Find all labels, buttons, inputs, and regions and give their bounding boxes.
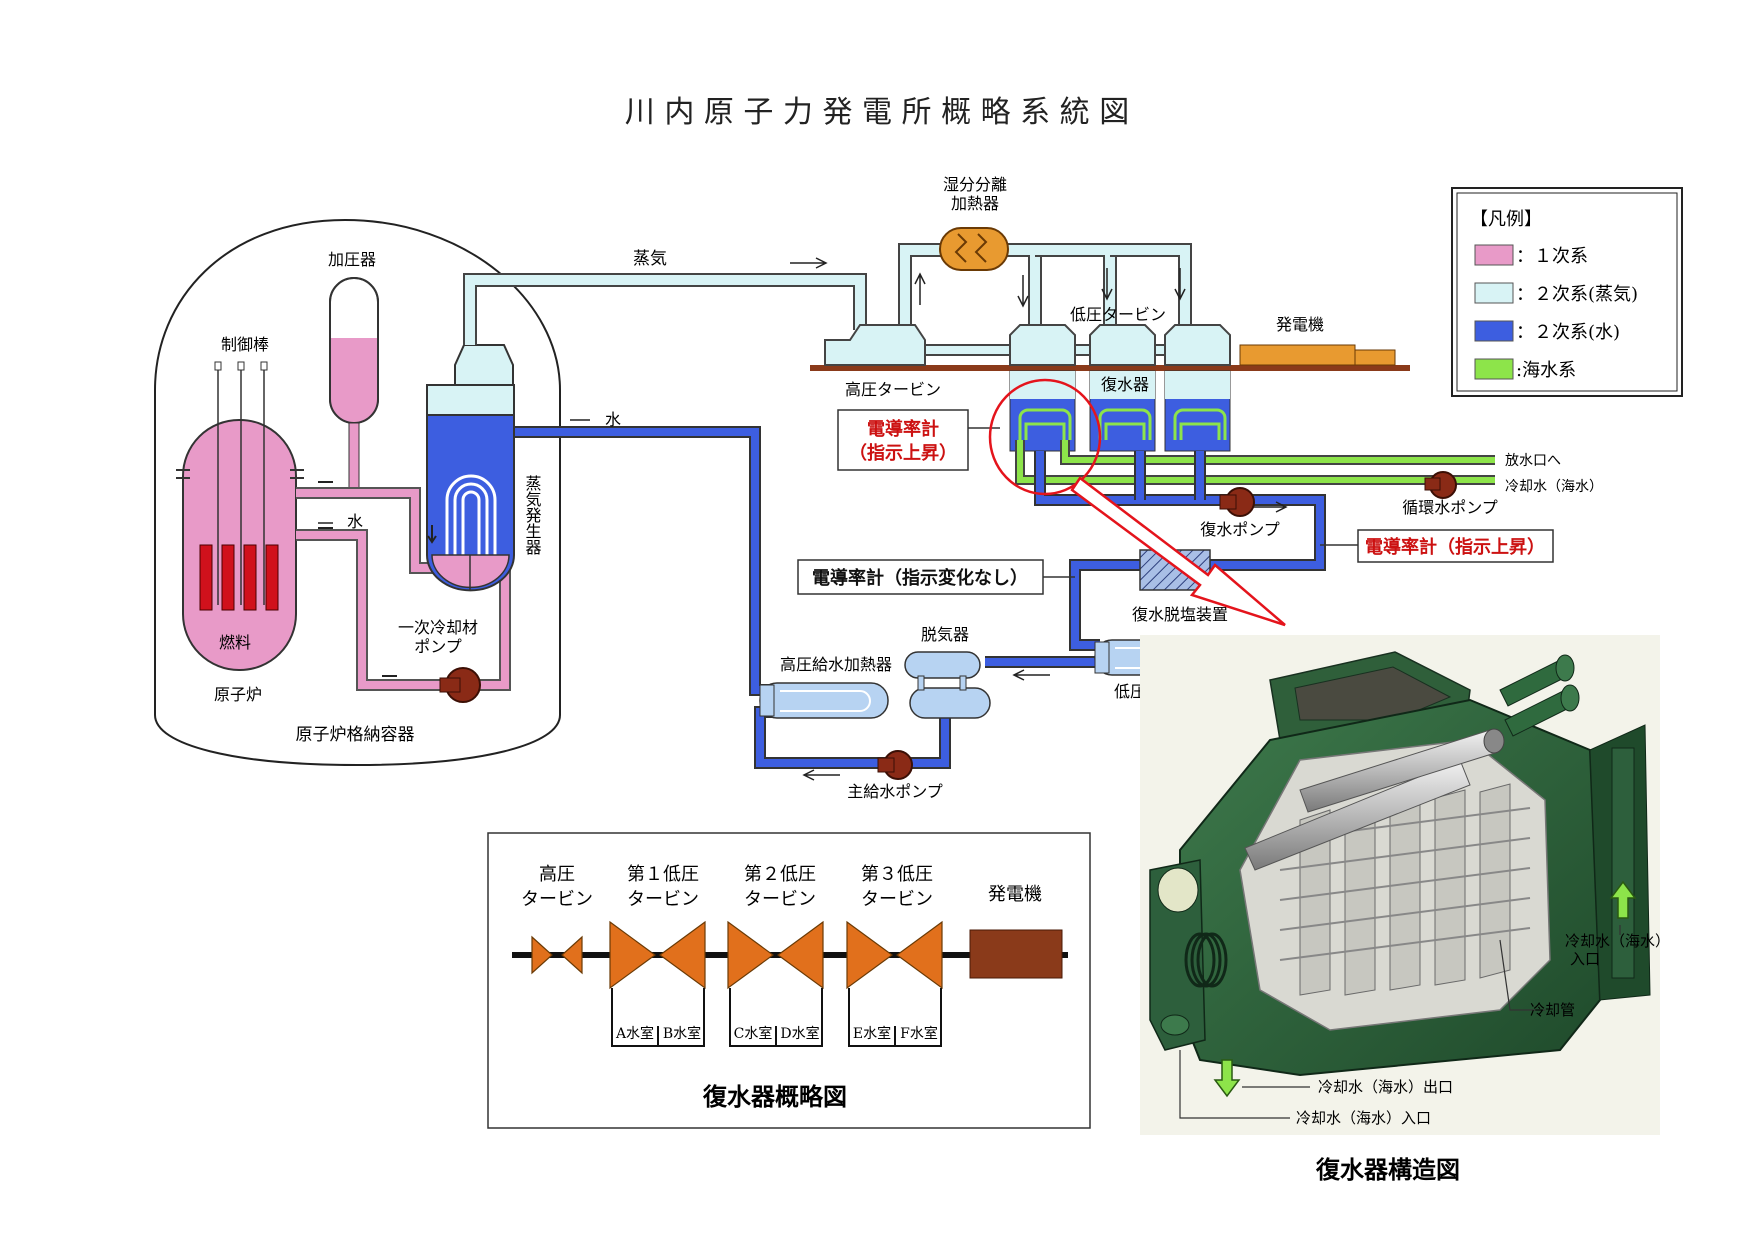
main-feed-pump-label: 主給水ポンプ <box>847 782 943 801</box>
schematic-turbines <box>531 920 943 990</box>
turbine-deck <box>810 365 1410 371</box>
legend-swatch-3 <box>1474 358 1514 380</box>
highlight-circle <box>988 378 1102 496</box>
legend-heading: 【凡例】 <box>1470 209 1542 230</box>
schematic-column-label-2: 第２低圧 <box>744 864 816 885</box>
demineralizer-label: 復水脱塩装置 <box>1132 605 1228 624</box>
control-rods <box>214 361 268 605</box>
fuel-assemblies <box>199 544 279 611</box>
primary-coolant-pump-icon <box>439 667 481 703</box>
schematic-title: 復水器概略図 <box>702 1083 847 1111</box>
condensate-pump-label: 復水ポンプ <box>1200 520 1280 539</box>
condenser-label: 復水器 <box>1101 375 1149 394</box>
steam-label: 蒸気 <box>633 249 667 269</box>
lp-turbine-label: 低圧タービン <box>1070 305 1166 324</box>
legend-item-label-3: :海水系 <box>1516 360 1576 381</box>
page-title: 川 内 原 子 力 発 電 所 概 略 系 統 図 <box>625 95 1129 130</box>
water-chamber-label-1: B水室 <box>663 1025 701 1042</box>
water-chamber-label-4: E水室 <box>853 1025 891 1042</box>
generator-label: 発電機 <box>1276 315 1324 334</box>
containment-vessel-label: 原子炉格納容器 <box>296 725 415 745</box>
water-flow-arrows <box>318 419 1288 781</box>
steam-flow-arrows <box>790 257 1186 308</box>
structure-cooling-tube-label: 冷却管 <box>1530 1001 1575 1019</box>
legend-item-label-1: ：２次系(蒸気) <box>1516 284 1638 305</box>
conductivity-meter-3 <box>797 559 1075 595</box>
schematic-water-chambers <box>611 988 942 1047</box>
steam-generator <box>426 344 515 592</box>
schematic-column-sublabel-0: タービン <box>521 889 593 910</box>
deaerator-label: 脱気器 <box>921 625 969 644</box>
legend-swatch-0 <box>1474 244 1514 266</box>
fuel-label: 燃料 <box>219 633 251 652</box>
water-chamber-label-0: A水室 <box>615 1025 654 1042</box>
containment-vessel <box>154 218 561 767</box>
water-chamber-label-3: D水室 <box>780 1025 819 1042</box>
circulating-pump-label: 循環水ポンプ <box>1402 498 1498 517</box>
hp-turbine-label: 高圧タービン <box>845 380 941 399</box>
lp-turbines-icon <box>1009 324 1231 366</box>
legend-swatches: ：１次系 ：２次系(蒸気) ：２次系(水) :海水系 <box>1474 244 1638 381</box>
steam-generator-label: 蒸気発生器 <box>523 475 542 555</box>
condensate-pump-icon <box>1219 487 1255 517</box>
deaerator-icon <box>904 651 991 719</box>
conductivity-meter-3-text: 電導率計（指示変化なし） <box>812 567 1028 589</box>
primary-pump-label-1: 一次冷却材 <box>398 618 478 637</box>
schematic-chamber-labels: A水室 B水室 C水室 D水室 E水室 F水室 <box>615 1025 938 1042</box>
legend-item-label-0: ：１次系 <box>1516 246 1588 267</box>
outlet-label: 放水口へ <box>1505 453 1561 469</box>
structure-outlet-label: 冷却水（海水）出口 <box>1318 1078 1453 1096</box>
circulating-water-pump-icon <box>1424 471 1457 499</box>
schematic-generator <box>969 929 1063 979</box>
schematic-column-sublabel-1: タービン <box>627 889 699 910</box>
svg-text:蒸気発生器: 蒸気発生器 <box>523 475 542 555</box>
structure-title: 復水器構造図 <box>1315 1156 1460 1184</box>
msr-label-2: 加熱器 <box>951 194 999 213</box>
water-label-inner: 水 <box>347 512 363 531</box>
conductivity-meter-1 <box>837 409 1000 471</box>
hp-heater-label: 高圧給水加熱器 <box>780 655 892 674</box>
msr-label-1: 湿分分離 <box>943 175 1007 194</box>
water-label-outer: 水 <box>605 410 621 429</box>
schematic-column-label-1: 第１低圧 <box>627 864 699 885</box>
pressurizer-label: 加圧器 <box>328 250 376 269</box>
schematic-column-label-0: 高圧 <box>539 864 575 885</box>
pressurizer <box>329 277 379 494</box>
conductivity-meter-1-line2: （指示上昇） <box>849 442 957 464</box>
main-feed-pump-icon <box>877 750 913 780</box>
generator-icon <box>1239 344 1396 366</box>
hp-heater-icon <box>759 682 889 719</box>
seawater-piping <box>1015 440 1495 485</box>
conductivity-meter-2-text: 電導率計（指示上昇） <box>1365 536 1545 558</box>
primary-pump-label-2: ポンプ <box>414 637 462 656</box>
reactor-label: 原子炉 <box>214 685 262 704</box>
water-chamber-label-5: F水室 <box>900 1025 938 1042</box>
schematic-column-sublabel-2: タービン <box>744 889 816 910</box>
legend-swatch-1 <box>1474 282 1514 304</box>
structure-inlet-label-1: 冷却水（海水） <box>1565 932 1670 950</box>
schematic-column-sublabel-3: タービン <box>861 889 933 910</box>
cooling-water-label: 冷却水（海水） <box>1505 479 1603 495</box>
conductivity-meter-2 <box>1320 529 1554 563</box>
highlight-arrow <box>1070 476 1286 627</box>
condenser-schematic <box>487 832 1091 1129</box>
schematic-column-label-4: 発電機 <box>988 884 1042 905</box>
schematic-column-label-3: 第３低圧 <box>861 864 933 885</box>
moisture-separator-reheater-icon <box>939 227 1009 271</box>
control-rods-label: 制御棒 <box>221 335 269 354</box>
conductivity-meter-1-line1: 電導率計 <box>867 418 939 440</box>
water-chamber-label-2: C水室 <box>734 1025 773 1042</box>
steam-piping <box>463 243 1192 356</box>
hp-turbine-icon <box>824 324 926 366</box>
legend-swatch-2 <box>1474 320 1514 342</box>
structure-inlet-bottom-label: 冷却水（海水）入口 <box>1296 1109 1431 1127</box>
condenser-structure-illustration <box>1140 635 1660 1135</box>
structure-inlet-label-2: 入口 <box>1570 950 1600 968</box>
legend-item-label-2: ：２次系(水) <box>1516 322 1620 343</box>
